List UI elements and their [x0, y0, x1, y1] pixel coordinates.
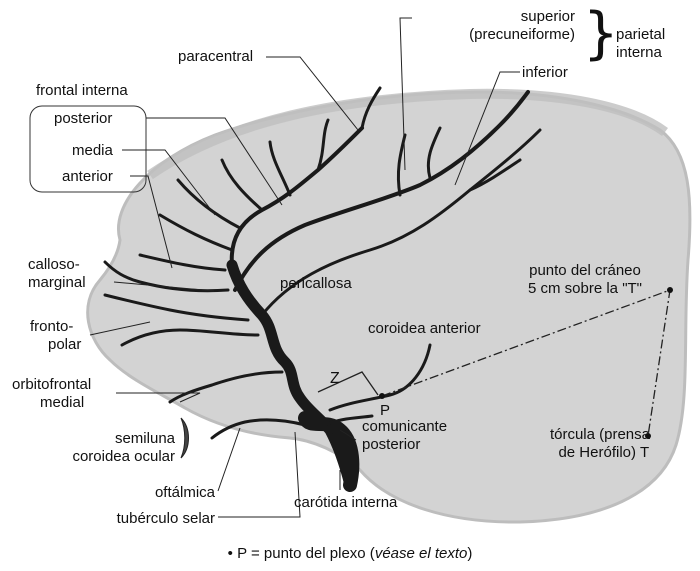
- branch-twig: [138, 253, 227, 272]
- label-semiluna: semiluna: [114, 430, 175, 447]
- label-oftalmica: oftálmica: [154, 484, 215, 501]
- frontopolar-twig: [120, 328, 260, 347]
- leader-line: [399, 17, 412, 171]
- branch-twig: [176, 178, 242, 230]
- caption: • P = punto del plexo (véase el texto): [0, 545, 700, 562]
- label-tuberculo-selar: tubérculo selar: [116, 510, 215, 527]
- label-carotida-interna: carótida interna: [294, 494, 398, 511]
- label-polar: polar: [48, 336, 82, 353]
- label-coroidea-ocular: coroidea ocular: [72, 448, 175, 465]
- label-parietal: parietal: [616, 26, 666, 43]
- frontal-interna-box: [29, 105, 147, 193]
- label-punto-craneo-2: 5 cm sobre la "T": [527, 280, 643, 297]
- caption-italic: véase el texto: [374, 545, 468, 562]
- caption-bullet: •: [227, 545, 233, 562]
- pericallosa-lower: [260, 128, 542, 317]
- label-comunicante: comunicante: [362, 418, 448, 435]
- label-torcula-2: de Herófilo): [558, 444, 636, 461]
- label-torcula-1: tórcula (prensa: [549, 426, 650, 443]
- leader-line: [454, 71, 520, 186]
- point-t: [645, 433, 651, 439]
- branch-twig: [426, 126, 442, 180]
- label-parietal-interna: interna: [616, 44, 662, 61]
- branch-twig: [360, 86, 382, 130]
- label-pericallosa: pericallosa: [280, 275, 352, 292]
- label-calloso: calloso-: [28, 256, 80, 273]
- label-superior: superior: [520, 8, 575, 25]
- brain-upper-rim: [147, 88, 668, 180]
- orbitofrontal-branch: [168, 370, 284, 404]
- leader-line: [217, 427, 241, 492]
- pericallosa-branch: [233, 90, 530, 292]
- label-orbitofrontal: orbitofrontal: [12, 376, 92, 393]
- branch-twig: [268, 140, 292, 197]
- leader-line: [113, 281, 215, 292]
- leader-line: [122, 149, 216, 216]
- parietal-brace: }: [583, 1, 619, 66]
- z-bracket: [317, 371, 379, 396]
- label-inferior: inferior: [522, 64, 568, 81]
- leader-line: [89, 321, 151, 336]
- label-media: media: [72, 142, 113, 159]
- leader-line: [130, 175, 173, 269]
- point-cranium: [667, 287, 673, 293]
- leader-lines: [89, 17, 520, 518]
- label-posterior: posterior: [54, 110, 113, 127]
- coroidea-anterior-vessel: [328, 343, 432, 412]
- caption-close: ): [467, 545, 473, 562]
- label-frontal-interna: frontal interna: [36, 82, 128, 99]
- branch-twig: [220, 158, 264, 212]
- label-precuneiforme: (precuneiforme): [469, 26, 575, 43]
- semiluna-crescent: [180, 417, 189, 459]
- leader-line: [339, 429, 357, 441]
- label-p: P: [380, 402, 391, 419]
- label-marginal: marginal: [28, 274, 86, 291]
- carotid-trunk: [226, 259, 356, 491]
- label-coroidea-anterior: coroidea anterior: [368, 320, 481, 337]
- label-posterior-comunicante: posterior: [362, 436, 421, 453]
- branch-twig: [158, 213, 234, 252]
- branch-twig: [468, 158, 522, 192]
- leader-line: [146, 117, 283, 206]
- frontopolar-branch: [103, 293, 250, 322]
- leader-line: [266, 56, 359, 131]
- leader-line: [218, 431, 301, 518]
- label-paracentral: paracentral: [178, 48, 254, 65]
- comunicante-posterior-vessel: [323, 414, 374, 427]
- label-anterior: anterior: [62, 168, 113, 185]
- oftalmica-vessel: [210, 418, 307, 440]
- label-medial: medial: [40, 394, 85, 411]
- leader-line: [116, 392, 201, 403]
- label-punto-craneo-1: punto del cráneo: [529, 262, 641, 279]
- point-p: [379, 393, 385, 399]
- label-z: Z: [330, 370, 340, 387]
- caption-main: P = punto del plexo (: [237, 545, 375, 562]
- carotid-siphon: [298, 411, 360, 492]
- label-t: T: [640, 444, 650, 461]
- label-fronto: fronto-: [30, 318, 74, 335]
- paracentral-twig: [316, 118, 330, 172]
